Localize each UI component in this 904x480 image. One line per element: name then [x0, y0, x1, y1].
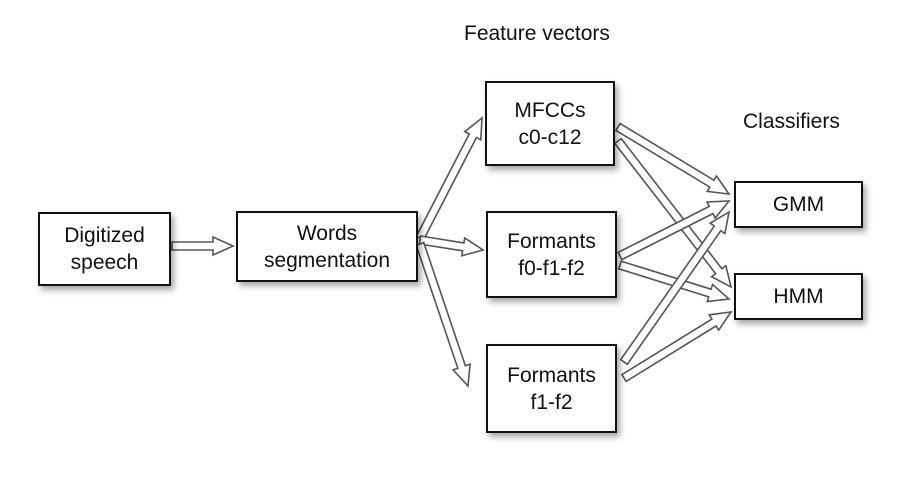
heading-feature-vectors: Feature vectors	[464, 22, 610, 45]
node-digitized-speech: Digitized speech	[38, 212, 171, 286]
arrow-words-to-formants-f0	[418, 235, 485, 257]
node-mfccs-line1: MFCCs	[514, 98, 586, 122]
arrow-words-to-mfccs	[415, 116, 483, 241]
arrow-words-to-formants-f1	[415, 241, 472, 388]
arrow-formants-f0-to-hmm	[617, 260, 731, 303]
node-digitized-speech-line2: speech	[70, 251, 139, 274]
node-hmm: HMM	[734, 273, 863, 320]
node-formants-f0-f1-f2: Formants f0-f1-f2	[486, 211, 617, 298]
node-words-segmentation: Words segmentation	[236, 211, 418, 282]
arrow-formants-f1-to-gmm	[619, 210, 731, 366]
arrow-formants-f1-to-hmm	[620, 310, 733, 383]
arrow-mfccs-to-gmm	[614, 122, 731, 196]
heading-classifiers: Classifiers	[743, 110, 840, 133]
node-words-segmentation-line2: segmentation	[263, 248, 391, 272]
node-gmm-label: GMM	[772, 193, 825, 216]
node-formants-f1-f2: Formants f1-f2	[486, 344, 617, 433]
arrow-formants-f0-to-gmm	[617, 200, 731, 261]
arrow-digitized-to-words	[171, 235, 235, 257]
node-formants-f0-f1-f2-line2: f0-f1-f2	[518, 256, 585, 280]
node-mfccs: MFCCs c0-c12	[485, 81, 615, 166]
node-hmm-label: HMM	[773, 285, 824, 308]
node-formants-f1-f2-line2: f1-f2	[530, 390, 573, 414]
node-mfccs-line2: c0-c12	[518, 125, 582, 149]
node-gmm: GMM	[734, 181, 863, 228]
node-formants-f1-f2-line1: Formants	[507, 363, 596, 387]
node-words-segmentation-line1: Words	[296, 221, 358, 245]
node-formants-f0-f1-f2-line1: Formants	[507, 229, 596, 253]
node-digitized-speech-line1: Digitized	[64, 224, 145, 247]
